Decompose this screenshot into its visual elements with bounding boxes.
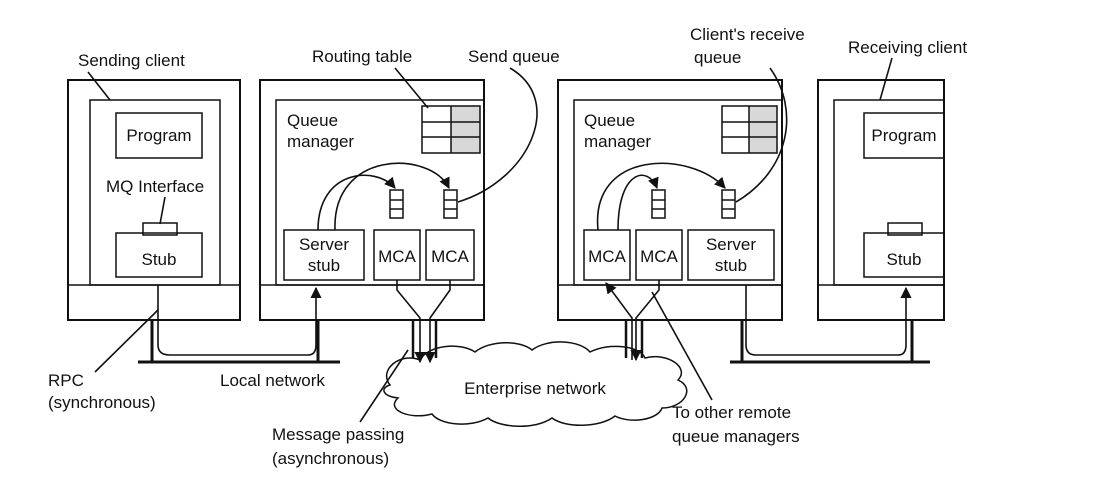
receiving-program-box bbox=[863, 112, 945, 159]
receiving-stub-box bbox=[863, 232, 945, 278]
routing-table-grid bbox=[421, 105, 481, 154]
sending-stub-box bbox=[115, 232, 203, 278]
sending-client-label: Sending client bbox=[78, 51, 185, 70]
to-other-remote-label-2: queue managers bbox=[672, 427, 800, 446]
queue-manager-label-4: manager bbox=[584, 132, 651, 151]
mca-box-3 bbox=[583, 229, 631, 281]
local-network-left bbox=[138, 285, 340, 364]
enterprise-link-right bbox=[605, 280, 660, 362]
routing-table-grid-receiving bbox=[721, 105, 778, 154]
receiving-stub-label: Stub bbox=[887, 250, 922, 269]
mq-interface-label: MQ Interface bbox=[106, 177, 204, 196]
enterprise-network-label: Enterprise network bbox=[464, 379, 606, 398]
enterprise-link-left bbox=[396, 280, 451, 364]
server-stub-left-label-1: Server bbox=[299, 235, 349, 254]
receiving-client-label: Receiving client bbox=[848, 38, 967, 57]
server-stub-box-left bbox=[283, 229, 365, 281]
sending-program-box bbox=[115, 112, 203, 159]
receiving-queue-manager-machine: Queue manager MCA MCA Server stub bbox=[557, 79, 783, 321]
local-network-right bbox=[730, 285, 930, 364]
mca-label-4: MCA bbox=[640, 247, 678, 266]
mca-label-2: MCA bbox=[431, 247, 469, 266]
queue-icon-1 bbox=[389, 189, 404, 219]
sending-program-label: Program bbox=[126, 126, 191, 145]
receiving-client-machine: Program Stub bbox=[817, 79, 945, 321]
send-queue-label: Send queue bbox=[468, 47, 560, 66]
receiving-program-label: Program bbox=[871, 126, 936, 145]
server-stub-left-label-2: stub bbox=[308, 256, 340, 275]
clients-receive-queue-icon bbox=[721, 189, 736, 219]
sending-client-machine: Program Stub MQ Interface bbox=[67, 79, 241, 321]
queue-manager-label-2: manager bbox=[287, 132, 354, 151]
server-stub-right-label-1: Server bbox=[706, 235, 756, 254]
local-network-label: Local network bbox=[220, 371, 325, 390]
server-stub-right-label-2: stub bbox=[715, 256, 747, 275]
rpc-label-2: (synchronous) bbox=[48, 393, 156, 412]
rpc-label-1: RPC bbox=[48, 371, 84, 390]
to-other-remote-label-1: To other remote bbox=[672, 403, 791, 422]
sending-queue-manager-machine: Queue manager Server stub MCA MCA bbox=[259, 79, 485, 321]
send-queue-icon bbox=[443, 189, 458, 219]
mca-label-3: MCA bbox=[588, 247, 626, 266]
clients-receive-queue-label-2: queue bbox=[694, 48, 741, 67]
enterprise-network-cloud bbox=[383, 341, 688, 427]
message-passing-label-2: (asynchronous) bbox=[272, 449, 389, 468]
queue-icon-3 bbox=[651, 189, 666, 219]
sending-stub-label: Stub bbox=[142, 250, 177, 269]
receiving-mq-interface-box bbox=[887, 222, 923, 236]
queue-manager-label-1: Queue bbox=[287, 111, 338, 130]
message-passing-label-1: Message passing bbox=[272, 425, 404, 444]
clients-receive-queue-label-1: Client's receive bbox=[690, 25, 805, 44]
queue-manager-label-3: Queue bbox=[584, 111, 635, 130]
mca-label-1: MCA bbox=[378, 247, 416, 266]
routing-table-label: Routing table bbox=[312, 47, 412, 66]
server-stub-box-right bbox=[687, 229, 775, 281]
